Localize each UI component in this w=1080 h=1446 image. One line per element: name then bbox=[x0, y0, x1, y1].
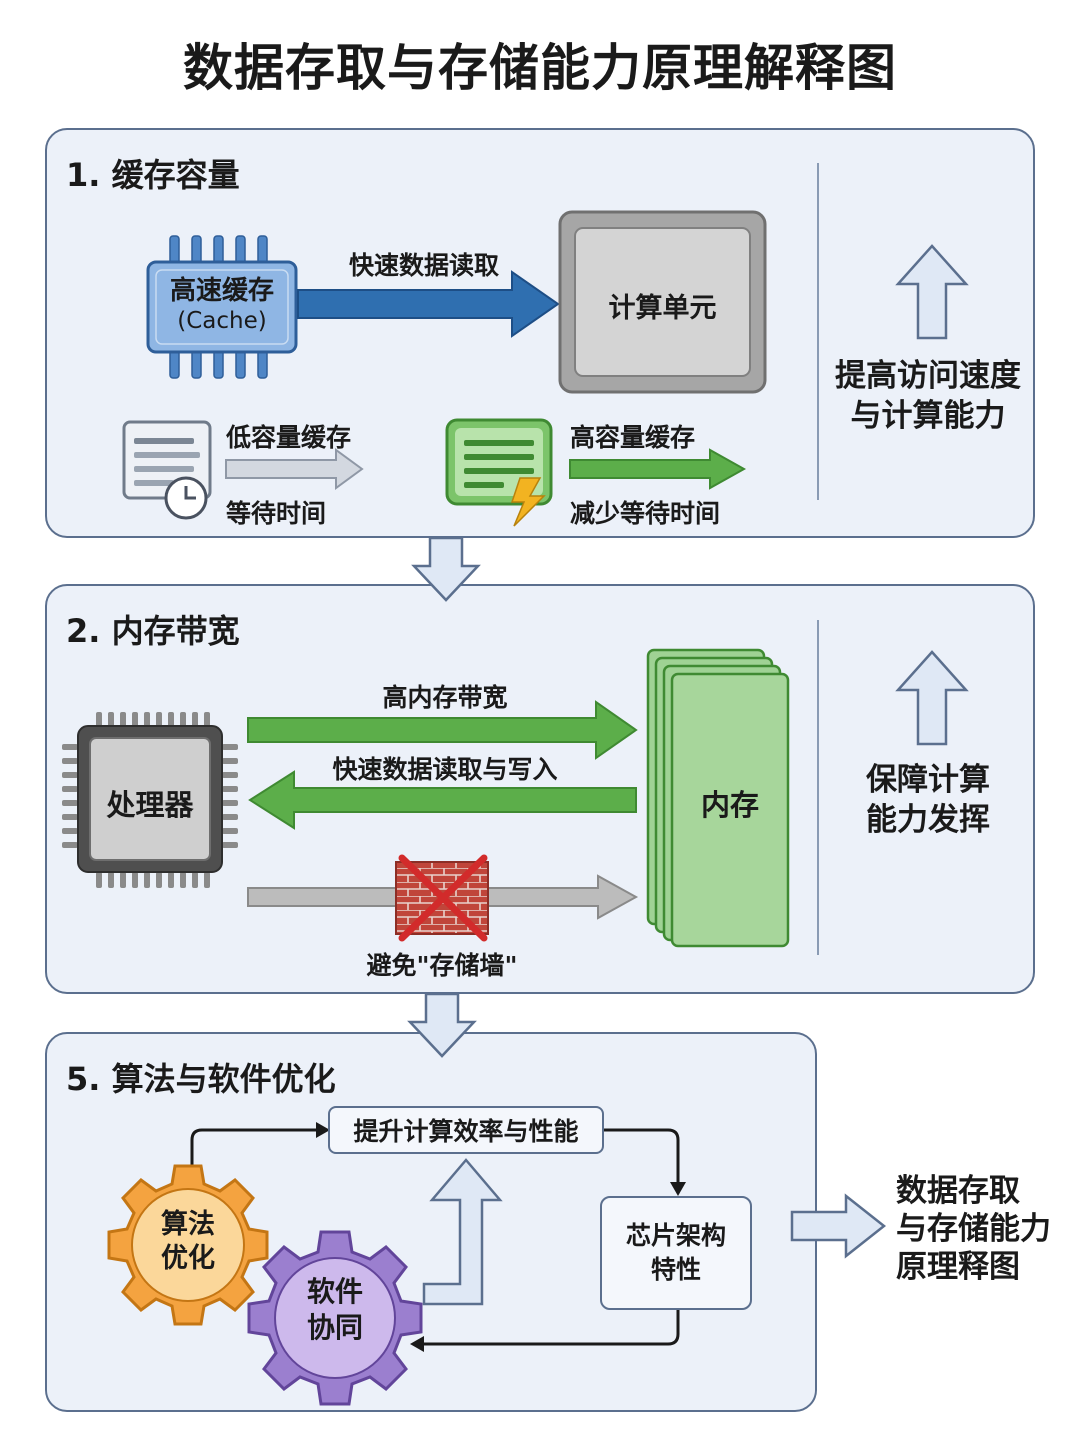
section5-title: 5. 算法与软件优化 bbox=[66, 1060, 336, 1098]
cache-label: 高速缓存 (Cache) bbox=[148, 276, 296, 336]
down-arrow-2-5 bbox=[407, 992, 477, 1058]
cache-chip-pins bbox=[169, 235, 268, 379]
chip-line2: 特性 bbox=[650, 1255, 701, 1284]
software-gear-icon bbox=[247, 1230, 423, 1406]
high-cap-arrow bbox=[569, 448, 747, 490]
cache-label-line2: (Cache) bbox=[177, 308, 267, 334]
chip-architecture-box: 芯片架构 特性 bbox=[600, 1196, 752, 1310]
section1-title: 1. 缓存容量 bbox=[66, 156, 240, 194]
algo-line2: 优化 bbox=[161, 1243, 215, 1274]
fast-read-label: 快速数据读取 bbox=[348, 251, 499, 280]
soft-line2: 协同 bbox=[306, 1311, 363, 1344]
high-bw-arrow bbox=[247, 700, 638, 760]
result-line3: 原理释图 bbox=[896, 1249, 1020, 1285]
memory-label: 内存 bbox=[700, 788, 759, 822]
memory-stack bbox=[646, 648, 790, 948]
result-line1: 数据存取 bbox=[896, 1173, 1020, 1209]
storage-wall-label: 避免"存储墙" bbox=[366, 951, 518, 980]
processor-label: 处理器 bbox=[106, 788, 194, 822]
low-cap-sub: 等待时间 bbox=[226, 499, 327, 528]
high-bw-label: 高内存带宽 bbox=[382, 683, 508, 712]
section1-benefit: 提高访问速度 与计算能力 bbox=[822, 356, 1034, 436]
storage-wall-icon bbox=[395, 854, 489, 942]
document-bolt-icon bbox=[445, 418, 553, 527]
section2-benefit-line1: 保障计算 bbox=[866, 762, 990, 798]
fast-read-arrow bbox=[297, 270, 560, 338]
software-gear-label: 软件 协同 bbox=[287, 1274, 383, 1346]
down-arrow-1-2 bbox=[411, 536, 481, 602]
low-cap-arrow bbox=[225, 448, 364, 490]
cache-chip bbox=[146, 260, 298, 354]
result-text: 数据存取 与存储能力 原理释图 bbox=[878, 1172, 1068, 1286]
algorithm-gear-icon bbox=[107, 1164, 269, 1326]
section2-benefit-line2: 能力发挥 bbox=[866, 802, 990, 838]
high-cap-label: 高容量缓存 bbox=[570, 423, 696, 452]
document-clock-icon bbox=[122, 420, 212, 520]
result-arrow bbox=[790, 1193, 887, 1259]
connector-chip-to-software bbox=[422, 1310, 680, 1346]
read-write-arrow bbox=[248, 770, 637, 830]
read-write-label: 快速数据读取与写入 bbox=[332, 755, 558, 784]
section1-benefit-line1: 提高访问速度 bbox=[835, 358, 1021, 394]
efficiency-box: 提升计算效率与性能 bbox=[328, 1106, 604, 1154]
high-cap-sub: 减少等待时间 bbox=[570, 499, 721, 528]
algo-line1: 算法 bbox=[161, 1209, 215, 1240]
connector-gear-to-efficiency bbox=[190, 1128, 318, 1168]
low-cap-label: 低容量缓存 bbox=[226, 423, 352, 452]
section2-benefit: 保障计算 能力发挥 bbox=[822, 760, 1034, 840]
algorithm-gear-label: 算法 优化 bbox=[140, 1208, 236, 1276]
result-line2: 与存储能力 bbox=[896, 1211, 1051, 1247]
cache-label-line1: 高速缓存 bbox=[169, 276, 274, 306]
connector-efficiency-to-chip bbox=[604, 1128, 680, 1184]
efficiency-up-arrow bbox=[422, 1158, 503, 1306]
processor-chip-pins bbox=[62, 712, 238, 888]
page-title: 数据存取与存储能力原理解释图 bbox=[183, 39, 897, 97]
up-arrow-icon-2 bbox=[895, 650, 969, 746]
chip-line1: 芯片架构 bbox=[625, 1221, 726, 1250]
section2-title: 2. 内存带宽 bbox=[66, 612, 240, 650]
up-arrow-icon bbox=[895, 244, 969, 340]
soft-line1: 软件 bbox=[306, 1275, 363, 1308]
section1-benefit-line2: 与计算能力 bbox=[850, 398, 1006, 434]
compute-unit-label: 计算单元 bbox=[608, 293, 717, 324]
